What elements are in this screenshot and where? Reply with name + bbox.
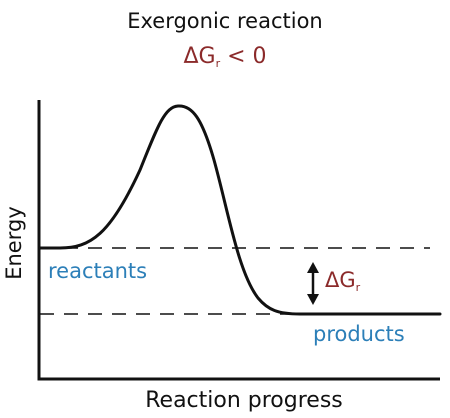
delta-g-symbol: ΔG: [183, 44, 216, 69]
delta-g-arrow: [307, 262, 319, 305]
x-axis-label: Reaction progress: [145, 388, 343, 413]
delta-g-inequality: < 0: [220, 44, 267, 69]
reactants-label: reactants: [48, 259, 148, 283]
products-label: products: [313, 322, 405, 346]
delta-g-label-symbol: ΔG: [325, 268, 356, 292]
delta-g-label: ΔGr: [325, 268, 360, 294]
delta-g-condition: ΔGr < 0: [0, 44, 450, 70]
diagram-title: Exergonic reaction: [127, 9, 323, 33]
delta-g-subscript: r: [215, 57, 221, 70]
energy-curve: [38, 104, 442, 316]
delta-g-label-subscript: r: [355, 281, 361, 294]
y-axis-label: Energy: [2, 206, 26, 280]
